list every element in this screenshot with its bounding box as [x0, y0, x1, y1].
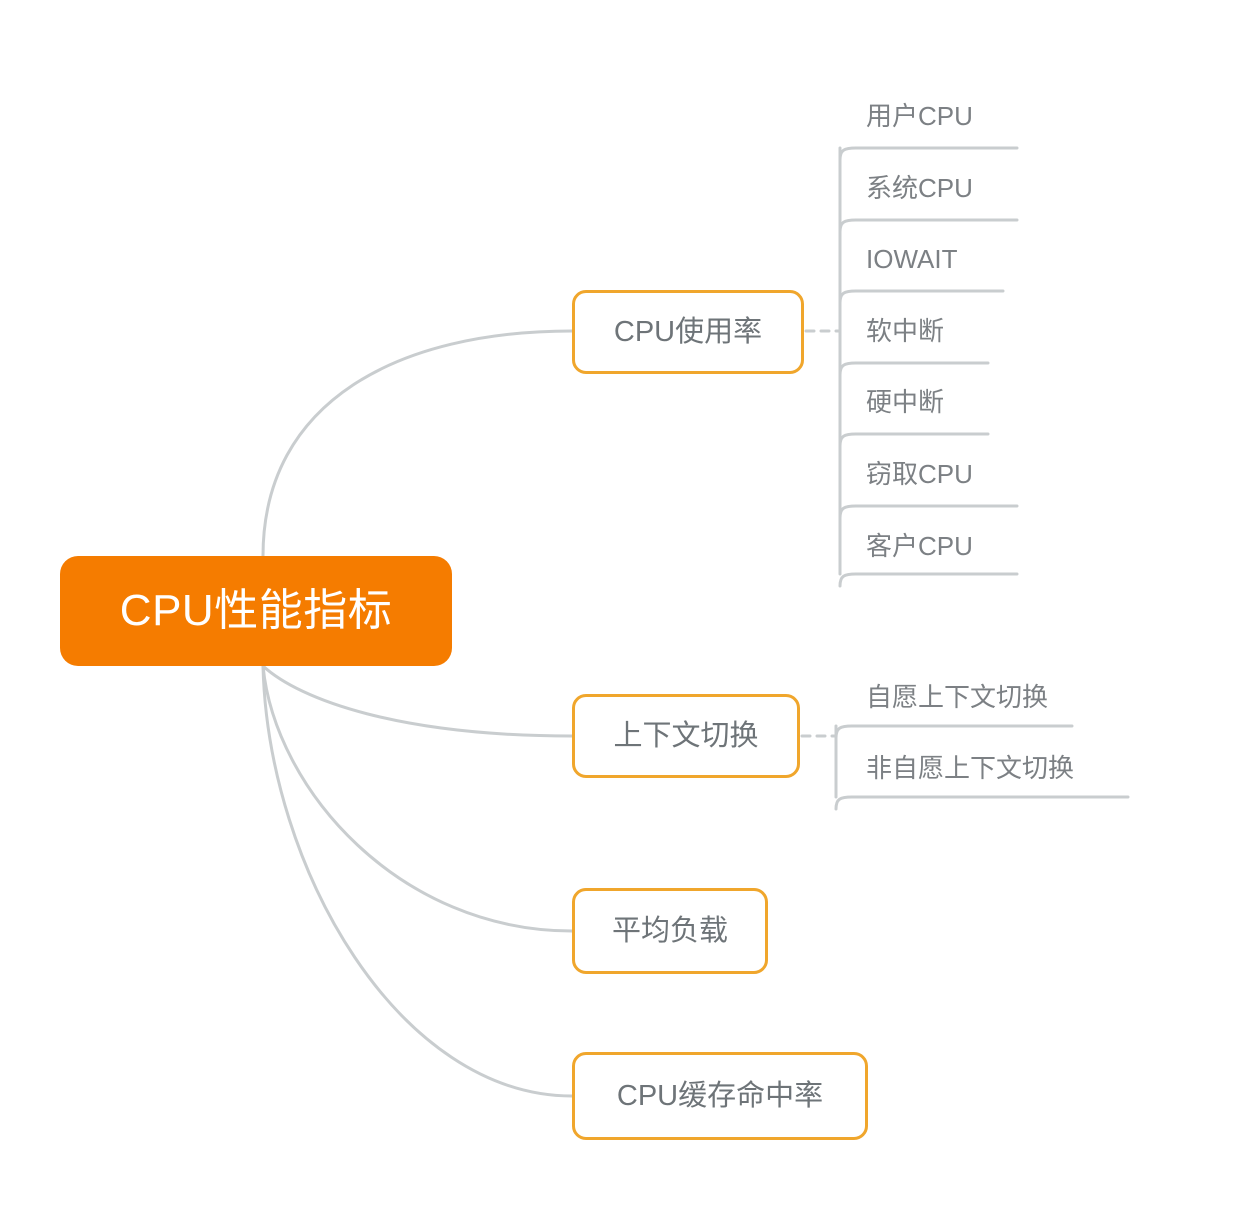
edge-root-to-load-average: [261, 664, 574, 933]
leaf-node-hardirq[interactable]: 硬中断: [866, 387, 945, 417]
leaf-node-system-cpu[interactable]: 系统CPU: [866, 173, 973, 203]
edge-root-to-ctx-switch: [261, 664, 574, 738]
leaf-underline-6: [838, 572, 1019, 588]
branch-node-load-average[interactable]: 平均负载: [572, 888, 768, 974]
root-node[interactable]: CPU性能指标: [60, 556, 452, 666]
root-node-label: CPU性能指标: [119, 586, 393, 635]
branch-node-label: CPU使用率: [613, 315, 763, 348]
branch-node-cpu-usage[interactable]: CPU使用率: [572, 290, 804, 374]
leaf-node-user-cpu[interactable]: 用户CPU: [866, 101, 973, 131]
leaf-underline-3: [838, 361, 990, 377]
ctx-leaf-underline-1: [834, 795, 1130, 811]
leaf-underline-2: [838, 289, 1005, 305]
leaf-node-voluntary-context-switch[interactable]: 自愿上下文切换: [866, 682, 1049, 712]
leaf-underline-5: [838, 504, 1019, 520]
leaf-node-iowait[interactable]: IOWAIT: [866, 244, 958, 274]
branch-node-cache-hit-rate[interactable]: CPU缓存命中率: [572, 1052, 868, 1140]
edge-root-to-cpu-usage: [261, 329, 574, 558]
branch-node-label: CPU缓存命中率: [616, 1079, 824, 1112]
leaf-node-softirq[interactable]: 软中断: [866, 316, 945, 346]
leaf-underline-4: [838, 432, 990, 448]
ctx-leaf-underline-0: [834, 724, 1074, 740]
branch-node-context-switch[interactable]: 上下文切换: [572, 694, 800, 778]
leaf-underline-0: [838, 146, 1019, 162]
leaf-node-steal-cpu[interactable]: 窃取CPU: [866, 459, 973, 489]
leaf-underline-1: [838, 218, 1019, 234]
leaf-node-involuntary-context-switch[interactable]: 非自愿上下文切换: [866, 753, 1075, 783]
leaf-node-guest-cpu[interactable]: 客户CPU: [866, 531, 973, 561]
branch-node-label: 上下文切换: [613, 719, 759, 752]
branch-node-label: 平均负载: [611, 914, 728, 947]
edge-root-to-cache-hit: [261, 664, 574, 1098]
